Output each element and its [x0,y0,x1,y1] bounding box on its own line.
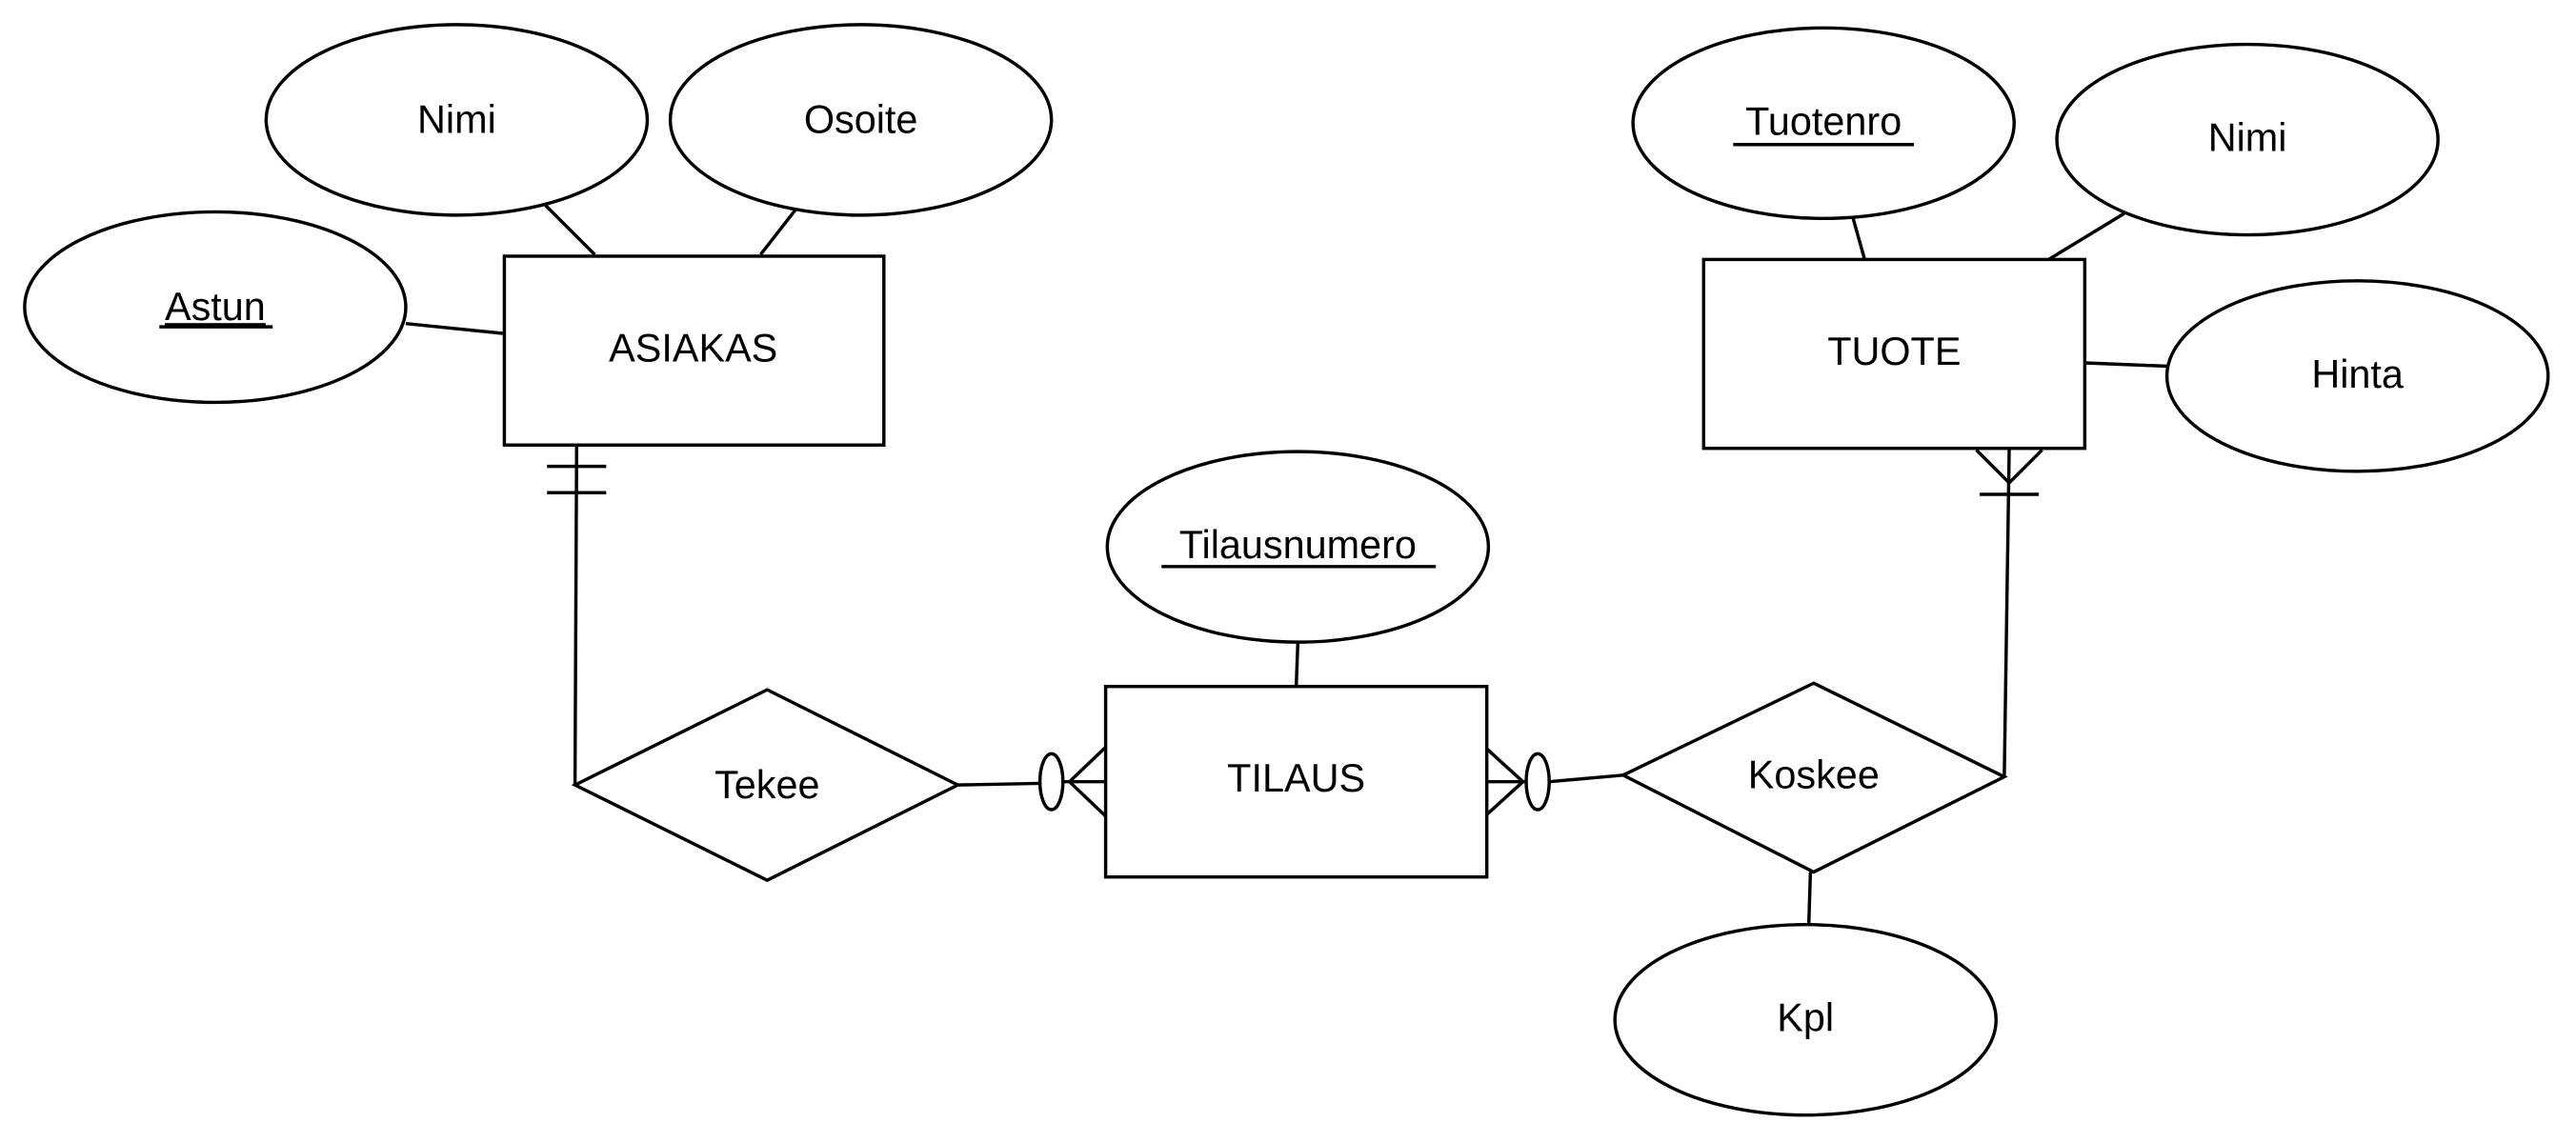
attribute-asiakas-nimi[interactable]: Nimi [264,23,650,217]
crow-foot-lower [1068,780,1107,818]
entity-asiakas[interactable]: ASIAKAS [502,254,886,447]
connector-tuotenro-tuote [1851,217,1866,260]
connector-osoite-asiakas [759,209,797,256]
relationship-label: Koskee [1748,753,1880,797]
attribute-tuote-tuotenro[interactable]: Tuotenro [1631,26,2016,221]
connector-nimi-asiakas [544,204,596,256]
relationship-line-asiakas-tekee [547,445,607,786]
entity-label: TILAUS [1227,756,1365,800]
connector-kpl-koskee [1806,872,1813,925]
crow-foot-upper [1068,746,1107,783]
attribute-label: Tuotenro [1745,99,1902,143]
attribute-tilaus-tilausnumero[interactable]: Tilausnumero [1105,450,1491,644]
attribute-koskee-kpl[interactable]: Kpl [1613,922,1998,1117]
connector-astun-asiakas [405,321,503,335]
crow-foot-left [1975,449,2011,485]
attribute-label: Nimi [2208,116,2287,160]
attribute-asiakas-astun[interactable]: Astun [23,210,408,405]
entity-tilaus[interactable]: TILAUS [1103,684,1489,879]
attribute-tuote-hinta[interactable]: Hinta [2164,279,2550,473]
relationship-tekee[interactable]: Tekee [571,688,962,883]
connector-hinta-tuote [2084,361,2169,369]
relationship-koskee[interactable]: Koskee [1619,681,2008,874]
attribute-asiakas-osoite[interactable]: Osoite [668,23,1054,217]
relationship-line-koskee-tuote [1975,448,2043,777]
crow-foot-right [2007,449,2043,485]
attribute-tuote-nimi[interactable]: Nimi [2055,42,2440,237]
attribute-label: Hinta [2311,352,2405,396]
crow-foot-upper [1485,747,1524,783]
attribute-label: Kpl [1777,996,1834,1040]
relationship-label: Tekee [714,763,819,807]
entity-tuote[interactable]: TUOTE [1701,257,2087,451]
cardinality-zero-circle [1037,752,1065,812]
connector-nimi-tuote [2047,211,2125,261]
attribute-label: Tilausnumero [1179,523,1417,567]
attribute-label: Astun [165,285,266,329]
relationship-line-tekee-tilaus [957,746,1107,818]
attribute-label: Osoite [804,98,918,142]
connector-tilausnumero-tilaus [1294,642,1300,687]
entity-label: ASIAKAS [609,326,777,370]
crow-foot-lower [1485,780,1524,816]
relationship-line-tilaus-koskee [1485,747,1623,816]
attribute-label: Nimi [417,98,496,142]
entity-label: TUOTE [1827,330,1961,373]
cardinality-zero-circle [1524,752,1551,812]
